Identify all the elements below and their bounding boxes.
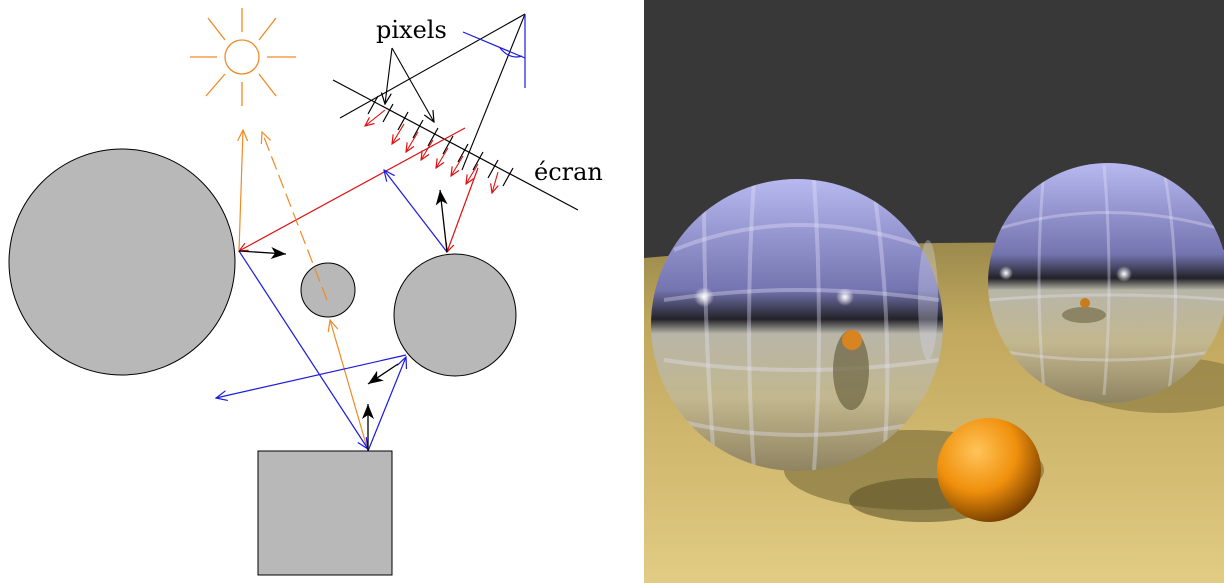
occluded-shadow-ray (262, 132, 328, 301)
primary-ray-2 (447, 167, 479, 252)
pixels-label: pixels (376, 16, 447, 44)
eye-icon (462, 14, 526, 88)
screen-label: écran (534, 158, 603, 186)
rendered-scene (644, 0, 1224, 583)
right-chrome-sphere (988, 163, 1224, 403)
small-sphere (300, 262, 356, 318)
shadow-ray (239, 130, 243, 252)
pixels-pointer-arrows (385, 47, 434, 122)
cube-shadow-ray (330, 320, 369, 452)
medium-sphere (393, 253, 517, 377)
diagram-svg: pixels écran (8, 8, 603, 576)
pixel-ray-arrows (365, 109, 498, 193)
screen (332, 79, 579, 211)
orange-sphere (937, 418, 1041, 522)
left-chrome-sphere (651, 179, 943, 471)
render-svg (644, 0, 1224, 583)
eye-rays (339, 13, 526, 171)
surface-normals (238, 189, 448, 451)
ray-tracing-diagram: pixels écran (8, 8, 603, 576)
large-sphere (8, 148, 236, 376)
primary-ray (239, 127, 466, 251)
sun-icon (190, 8, 296, 106)
reflection-rays (216, 170, 448, 452)
cube (257, 450, 393, 576)
